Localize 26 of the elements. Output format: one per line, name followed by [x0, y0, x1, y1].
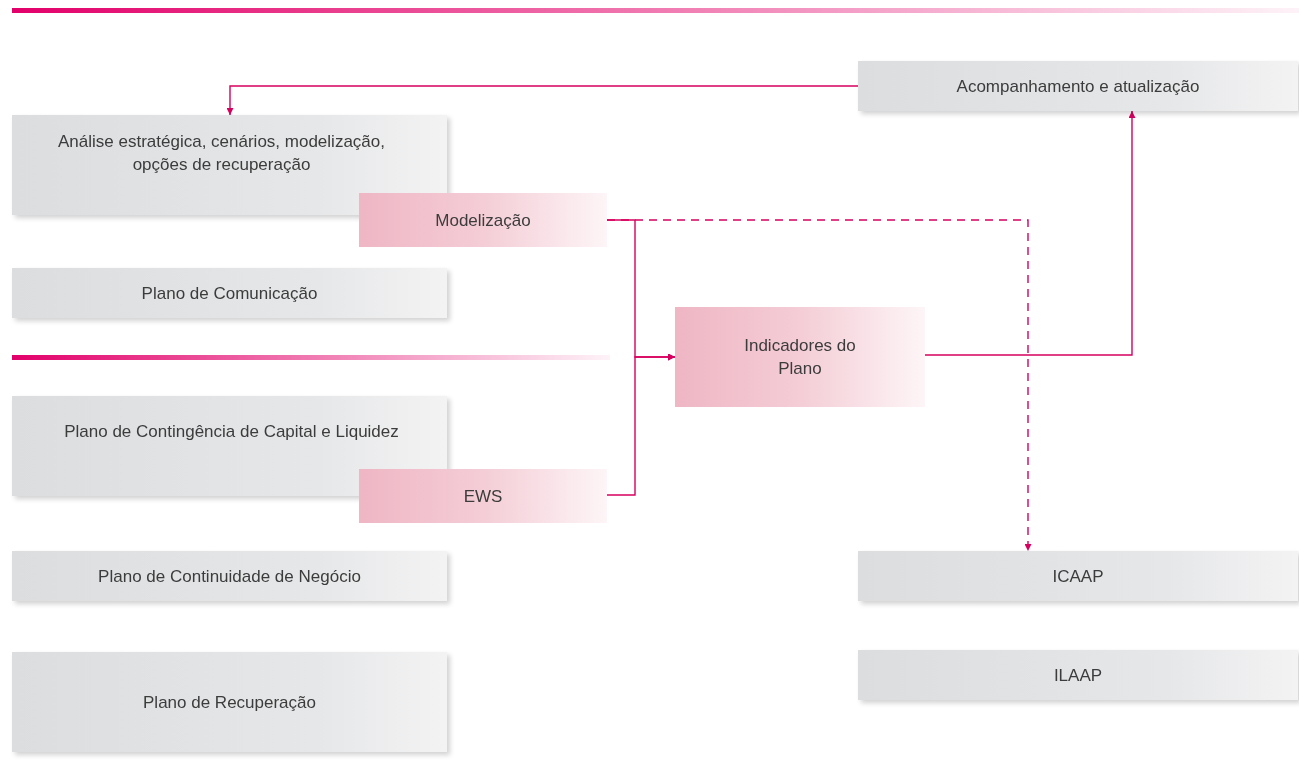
process-box: [12, 115, 447, 215]
highlight-box: [359, 469, 607, 523]
arrow: [606, 353, 676, 496]
box-label: Análise estratégica, cenários, modelização, opções de recuperação: [57, 131, 386, 176]
process-box: [12, 268, 447, 318]
box-label: Plano de Comunicação: [141, 282, 318, 305]
box-label: Modelização: [435, 209, 531, 232]
process-box: [858, 650, 1298, 700]
box-label: Plano de Recuperação: [143, 691, 316, 714]
process-box: [858, 61, 1298, 111]
process-box: [12, 551, 447, 601]
box-label: ILAAP: [1053, 664, 1103, 687]
arrow: [924, 110, 1136, 356]
highlight-box: [675, 307, 925, 407]
box-label: EWS: [463, 485, 503, 508]
process-box: [12, 396, 447, 496]
box-label: Acompanhamento e atualização: [956, 75, 1200, 98]
box-label: Plano de Continuidade de Negócio: [98, 565, 361, 588]
process-box: [12, 652, 447, 752]
process-box: [858, 551, 1298, 601]
highlight-box: [359, 193, 607, 247]
box-label: Plano de Contingência de Capital e Liquidez: [64, 420, 399, 443]
arrow: [606, 219, 1032, 552]
arrow: [226, 85, 859, 116]
box-label: Indicadores do Plano: [743, 335, 857, 380]
box-label: ICAAP: [1052, 565, 1104, 588]
